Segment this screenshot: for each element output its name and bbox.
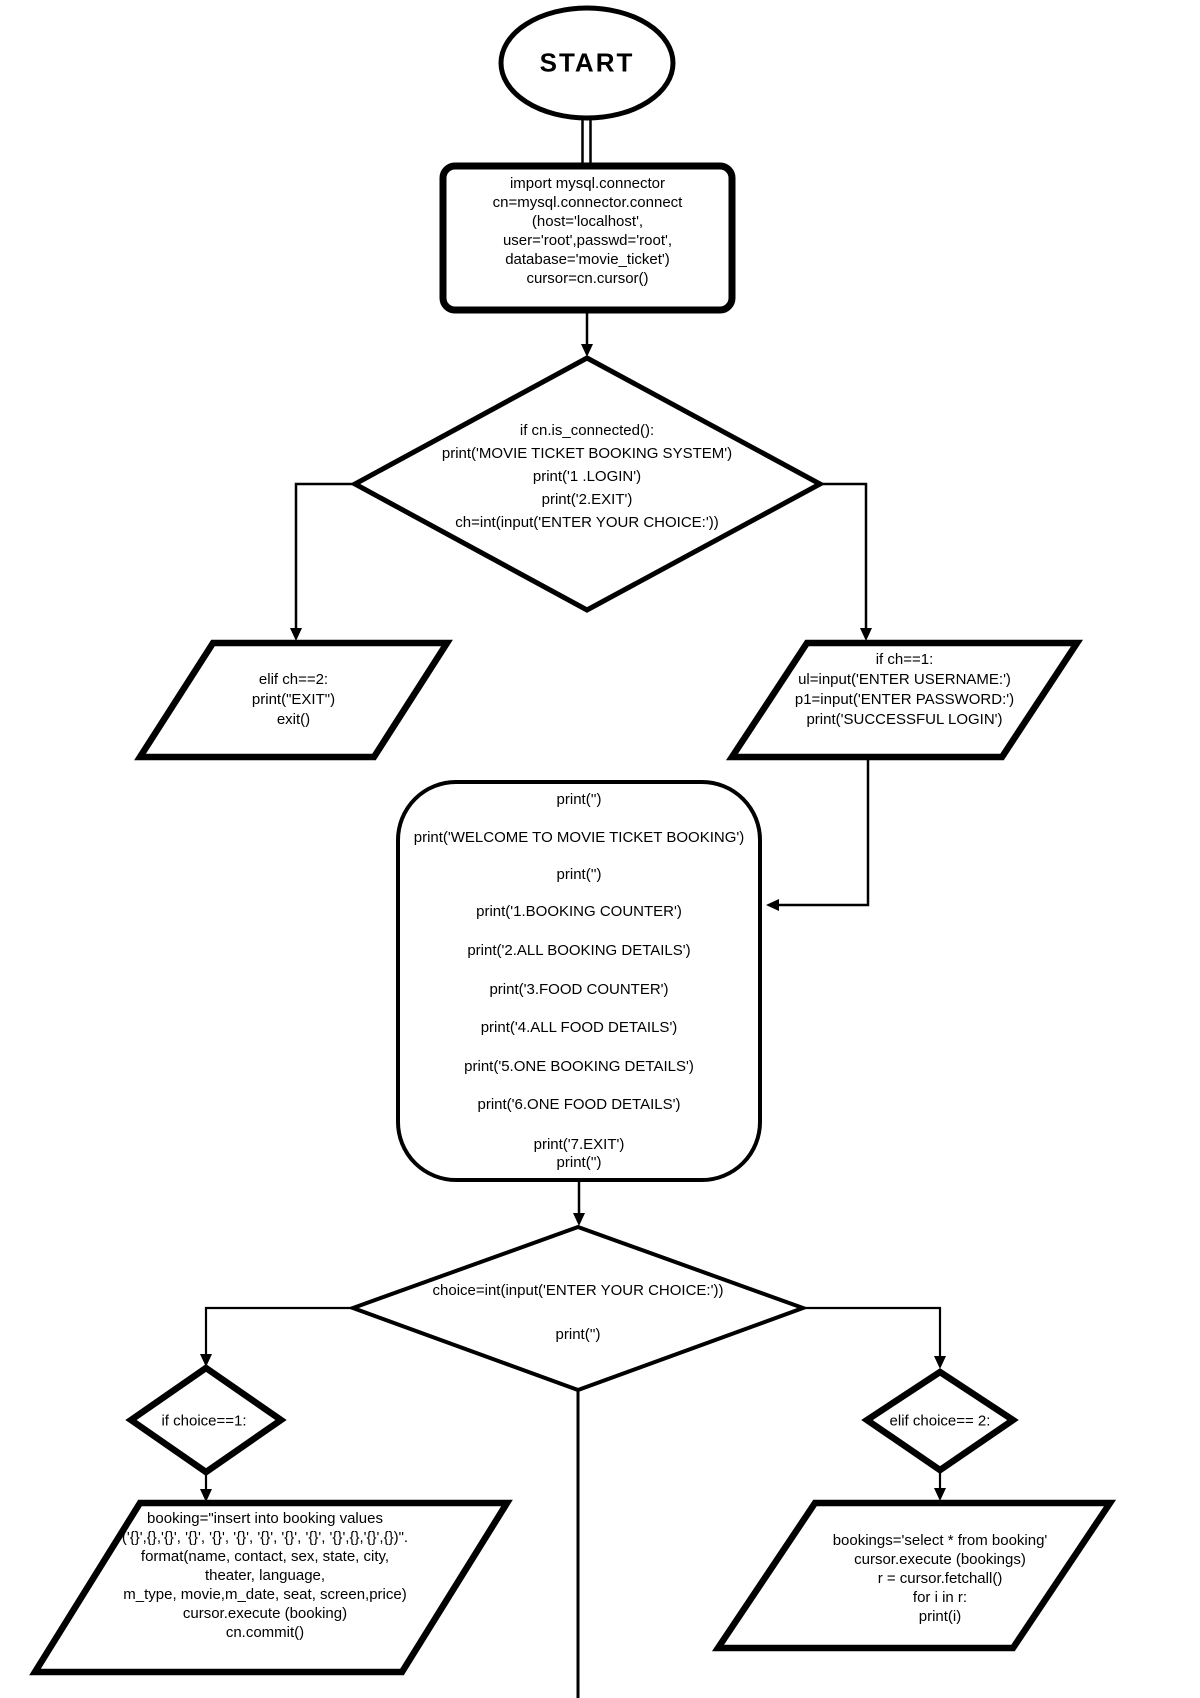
flow-text-line: print('3.FOOD COUNTER') (489, 981, 669, 998)
flow-text-line: bookings='select * from booking' (832, 1532, 1048, 1549)
start-label: START (539, 47, 635, 78)
arrowhead-into-decision-login (581, 344, 593, 357)
flow-text-line: cn.commit() (225, 1624, 305, 1641)
select-booking-text-block: bookings='select * from booking' cursor.… (740, 1531, 1140, 1626)
insert-booking-parallelogram (29, 1499, 513, 1676)
connector-login-branch-to-menu (779, 757, 870, 907)
choice2-label: elif choice== 2: (889, 1412, 991, 1430)
flow-text-line: import mysql.connector (509, 175, 666, 192)
connector-decision-to-exit-branch (294, 482, 355, 629)
connector-to-choice2 (803, 1306, 942, 1357)
flow-text-line: print('6.ONE FOOD DETAILS') (477, 1096, 681, 1113)
flow-text-line: user='root',passwd='root', (502, 232, 673, 249)
flow-text-line: cursor=cn.cursor() (526, 270, 649, 287)
arrowhead-into-decision-choice (573, 1213, 585, 1226)
flow-text-line: (host='localhost', (531, 213, 644, 230)
flow-text-line: booking="insert into booking values (147, 1510, 383, 1527)
flow-text-line: print('5.ONE BOOKING DETAILS') (464, 1058, 694, 1075)
arrowhead-into-choice2 (934, 1356, 946, 1369)
flow-text-line: ul=input('ENTER USERNAME:') (798, 671, 1011, 688)
select-booking-parallelogram (711, 1499, 1117, 1652)
flow-text-line: exit() (276, 711, 311, 728)
flow-text-line: if ch==1: (875, 651, 934, 668)
flow-text-line: print(i) (918, 1608, 962, 1625)
flow-text-line: if cn.is_connected(): (519, 422, 655, 439)
flow-text-line: print('4.ALL FOOD DETAILS') (480, 1019, 678, 1036)
exit-io-parallelogram (134, 639, 453, 761)
choice2-decision-diamond (861, 1368, 1019, 1474)
flow-text-line: print('') (556, 1154, 602, 1171)
login-io-parallelogram (725, 639, 1084, 761)
flow-text-line: ('{}',{},'{}', '{}', '{}', '{}', '{}', '… (121, 1529, 409, 1546)
choice-decision-text-block: choice=int(input('ENTER YOUR CHOICE:')) … (353, 1282, 803, 1362)
flow-text-line: ch=int(input('ENTER YOUR CHOICE:')) (455, 514, 719, 531)
flow-text-line: cn=mysql.connector.connect (492, 194, 683, 211)
flow-text-line: p1=input('ENTER PASSWORD:') (794, 691, 1015, 708)
menu-text-block: print('') print('WELCOME TO MOVIE TICKET… (398, 782, 760, 1180)
flow-text-line: print('1 .LOGIN') (532, 468, 642, 485)
setup-text-block: import mysql.connector cn=mysql.connecto… (443, 174, 732, 288)
flow-text-line: print('') (556, 866, 602, 883)
connector-decision-to-login-branch (820, 482, 868, 629)
flow-text-line: print('2.EXIT') (541, 491, 633, 508)
flow-text-line: cursor.execute (booking) (182, 1605, 348, 1622)
flow-text-line: print('') (555, 1326, 601, 1343)
login-branch-text-block: if ch==1: ul=input('ENTER USERNAME:') p1… (732, 650, 1077, 730)
flow-text-line: print('') (556, 791, 602, 808)
arrowhead-into-choice1 (200, 1354, 212, 1367)
arrowhead-into-select-booking (934, 1488, 946, 1501)
login-decision-diamond (349, 355, 826, 613)
flow-text-line: print('WELCOME TO MOVIE TICKET BOOKING') (413, 829, 745, 846)
arrowhead-into-menu (766, 899, 779, 911)
login-decision-text-block: if cn.is_connected(): print('MOVIE TICKE… (355, 419, 819, 534)
flow-text-line: print('7.EXIT') (533, 1136, 625, 1153)
menu-rounded-box (396, 780, 762, 1182)
choice1-decision-diamond (125, 1364, 287, 1476)
start-terminator (498, 5, 676, 121)
choice-decision-diamond (347, 1224, 809, 1393)
flow-text-line: cursor.execute (bookings) (854, 1551, 1026, 1568)
flow-text-line: print('MOVIE TICKET BOOKING SYSTEM') (441, 445, 733, 462)
arrowhead-into-exit-branch (290, 628, 302, 641)
flow-text-line: format(name, contact, sex, state, city, (140, 1548, 390, 1565)
setup-process-box (439, 162, 736, 314)
flow-text-line: elif ch==2: (258, 671, 329, 688)
flow-text-line: print("EXIT") (251, 691, 336, 708)
flow-text-line: print('SUCCESSFUL LOGIN') (806, 711, 1003, 728)
arrowhead-into-insert-booking (200, 1489, 212, 1502)
choice1-label: if choice==1: (161, 1412, 247, 1430)
flow-text-line: r = cursor.fetchall() (877, 1570, 1003, 1587)
connector-to-choice1 (204, 1306, 353, 1355)
flow-text-line: print('2.ALL BOOKING DETAILS') (467, 942, 691, 959)
exit-branch-text-block: elif ch==2: print("EXIT") exit() (140, 670, 447, 730)
insert-booking-text-block: booking="insert into booking values ('{}… (35, 1509, 495, 1642)
flow-text-line: database='movie_ticket') (505, 251, 670, 268)
arrowhead-into-login-branch (860, 628, 872, 641)
flow-text-line: choice=int(input('ENTER YOUR CHOICE:')) (432, 1282, 724, 1299)
flow-text-line: for i in r: (912, 1589, 968, 1606)
connector-start-to-setup (581, 118, 592, 166)
flow-text-line: theater, language, (204, 1567, 326, 1584)
flow-text-line: m_type, movie,m_date, seat, screen,price… (123, 1586, 407, 1603)
flow-text-line: print('1.BOOKING COUNTER') (476, 903, 682, 920)
